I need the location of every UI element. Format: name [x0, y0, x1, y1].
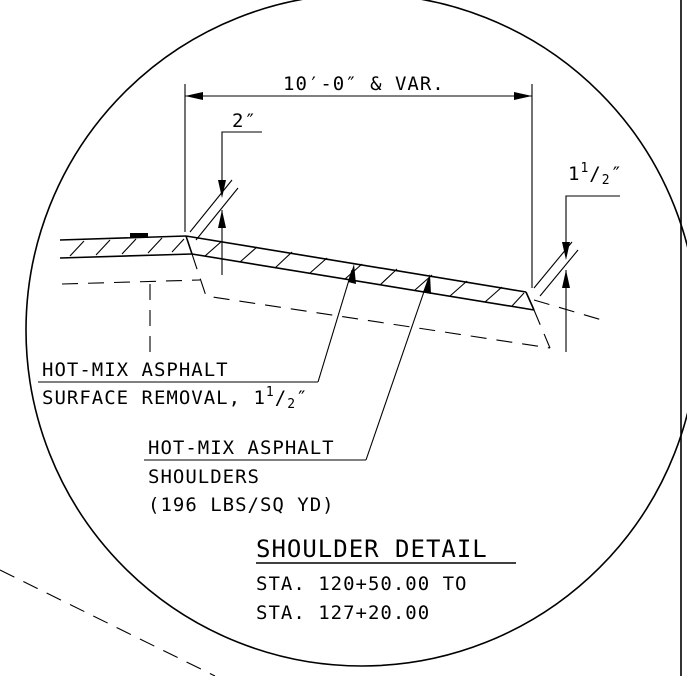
right-thickness-leader — [565, 195, 620, 242]
width-dimension-label: 10′-0″ & VAR. — [283, 73, 445, 95]
right-thickness-label: 11/2″ — [568, 161, 623, 188]
removal-leader-arrow — [348, 264, 356, 284]
mainline-hatch — [69, 237, 185, 257]
left-thickness-label: 2″ — [232, 110, 257, 132]
detail-circle — [25, 0, 687, 667]
left-break-line-2 — [195, 187, 239, 241]
shoulder-bottom-line — [191, 253, 535, 311]
existing-shoulder-dashed-end — [533, 309, 551, 349]
detail-title: SHOULDER DETAIL — [256, 535, 488, 563]
right-thickness-arrow-bottom — [562, 270, 570, 288]
shoulder-top-line — [185, 235, 527, 293]
station-range-line2: STA. 127+20.00 — [256, 602, 430, 624]
left-thickness-arrow-bottom — [218, 210, 226, 228]
removal-leader — [317, 269, 353, 383]
existing-shoulder-dashed — [191, 253, 551, 349]
mainline-pavement-top — [59, 235, 187, 241]
right-break-line-2 — [539, 249, 579, 297]
existing-base-dashed-left — [61, 279, 201, 285]
pavement-marking — [130, 233, 148, 238]
shoulder-edge — [525, 291, 535, 311]
width-arrow-left — [185, 92, 203, 100]
mainline-edge — [185, 235, 193, 255]
removal-callout-line2: SURFACE REMOVAL, 11/2″ — [42, 385, 308, 412]
shoulders-leader-arrow — [423, 274, 431, 294]
removal-callout-line1: HOT-MIX ASPHALT — [42, 359, 229, 381]
foreslope-dashed — [533, 299, 603, 321]
shoulders-callout-line1: HOT-MIX ASPHALT — [148, 437, 335, 459]
left-break-line-1 — [189, 179, 233, 233]
mainline-pavement-bottom — [59, 253, 193, 259]
shoulders-callout-line3: (196 LBS/SQ YD) — [148, 494, 335, 516]
left-thickness-leader — [221, 131, 262, 180]
station-range-line1: STA. 120+50.00 TO — [256, 573, 467, 595]
shoulders-callout-line2: SHOULDERS — [148, 466, 260, 488]
width-arrow-right — [514, 92, 532, 100]
shoulders-leader — [365, 279, 429, 461]
right-break-line-1 — [533, 241, 573, 289]
shoulder-hatch — [204, 240, 525, 307]
detail-leader-dashed — [0, 569, 216, 676]
left-thickness-arrow-top — [218, 180, 226, 198]
right-thickness-arrow-top — [562, 242, 570, 260]
